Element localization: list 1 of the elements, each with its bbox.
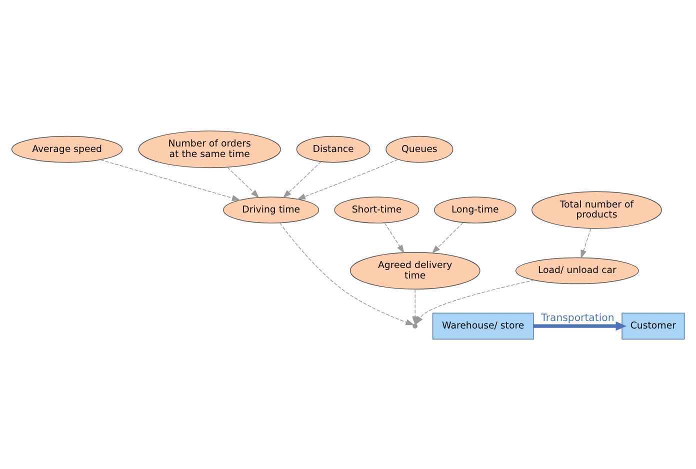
- edge-label: Transportation: [541, 312, 614, 324]
